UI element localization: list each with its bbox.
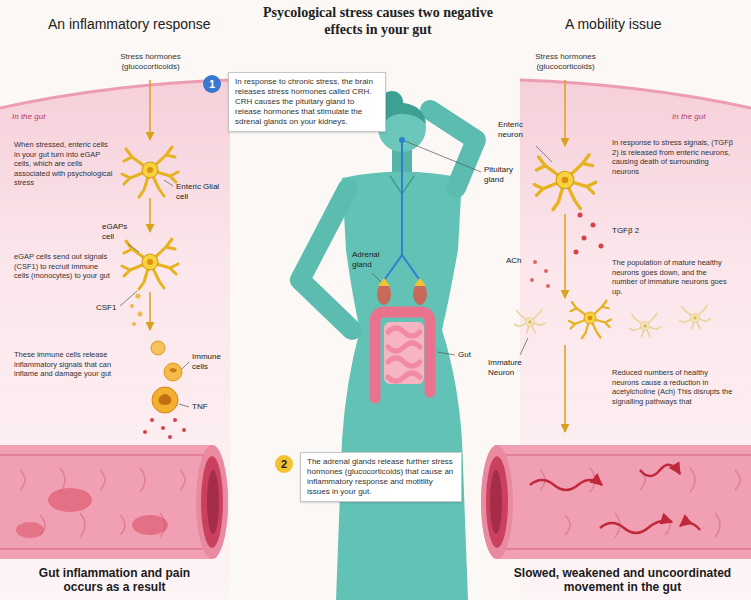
column-heading: A mobility issue: [565, 16, 735, 33]
description-text: The population of mature healthy neurons…: [612, 258, 734, 296]
right-gut-tube: [481, 445, 751, 559]
leader-lines: [120, 141, 552, 407]
callout-number: 2: [275, 455, 293, 473]
signal-label: CSF1: [96, 303, 122, 313]
description-text: eGAP cells send out signals (CSF1) to re…: [14, 252, 114, 281]
diagram-title: Psycological stress causes two negative …: [248, 4, 508, 38]
column-heading: An inflammatory response: [48, 16, 248, 33]
organ-label: Adrenal gland: [352, 250, 388, 270]
callout-text: In response to chronic stress, the brain…: [235, 77, 379, 127]
callout-number: 1: [203, 75, 221, 93]
woman-figure: [300, 91, 476, 600]
result-caption: Slowed, weakened and uncoordinated movem…: [500, 566, 745, 594]
left-pathway: [122, 80, 186, 439]
hormone-label: Stress hormones (glucocorticoids): [518, 52, 613, 72]
signal-label: ACh: [506, 256, 530, 266]
callout-box: The adrenal glands release further stres…: [300, 452, 462, 502]
region-label: In the gut: [672, 112, 732, 122]
signal-label: TNF: [192, 402, 222, 412]
organ-label: Pituitary gland: [484, 165, 534, 185]
description-text: When stressed, enteric cells in your gut…: [14, 140, 114, 188]
cell-label: Immune cells: [192, 352, 228, 372]
cell-label: Enteric neuron: [498, 120, 544, 140]
gut-regions: [0, 80, 751, 600]
cell-label: Immature Neuron: [488, 358, 534, 378]
cell-label: eGAPs cell: [102, 222, 132, 242]
signal-label: TGFβ 2: [612, 226, 662, 236]
hormone-label: Stress hormones (glucocorticoids): [103, 52, 198, 72]
description-text: Reduced numbers of healthy neurons cause…: [612, 368, 734, 406]
callout-box: In response to chronic stress, the brain…: [228, 72, 386, 132]
description-text: In response to stress signals, (TGFβ 2) …: [612, 138, 734, 176]
description-text: These immune cells release inflammatory …: [14, 350, 114, 379]
organ-label: Gut: [458, 350, 482, 360]
region-label: In the gut: [12, 112, 72, 122]
callout-number-text: 2: [281, 459, 287, 470]
cell-label: Enteric Glial cell: [176, 182, 224, 202]
left-gut-tube: [0, 445, 228, 559]
callout-text: The adrenal glands release further stres…: [307, 457, 455, 497]
callout-number-text: 1: [209, 79, 215, 90]
result-caption: Gut inflammation and pain occurs as a re…: [22, 566, 207, 594]
